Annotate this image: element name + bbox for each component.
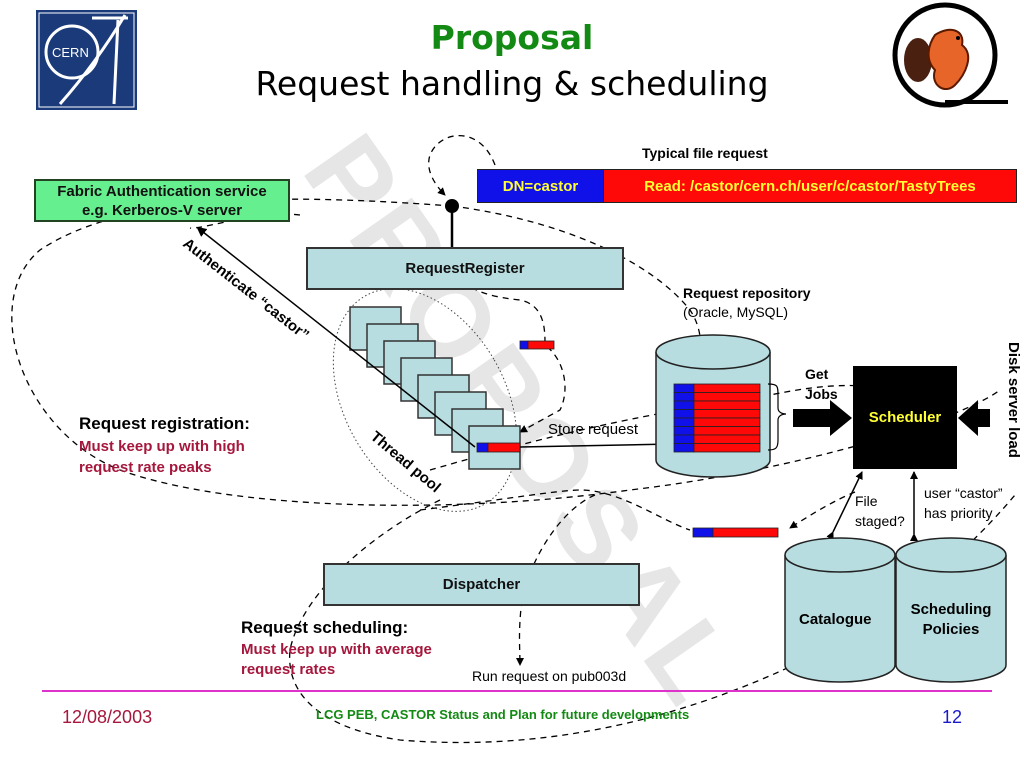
- repository-row-dn: [673, 409, 695, 419]
- auth-service-line1: Fabric Authentication service: [57, 182, 267, 200]
- file-staged-line1: File: [855, 493, 878, 509]
- page-number: 12: [942, 707, 963, 727]
- scheduling-heading: Request scheduling:: [241, 618, 409, 637]
- repository-row-dn: [673, 434, 695, 444]
- beaver-logo: [892, 2, 1008, 108]
- scheduling-policies-line1: Scheduling: [910, 601, 992, 618]
- footer-date: 12/08/2003: [62, 707, 153, 727]
- scheduling-policies-line2: Policies: [922, 621, 980, 638]
- catalogue-cylinder: [784, 537, 896, 683]
- footer-title: LCG PEB, CASTOR Status and Plan for futu…: [316, 707, 690, 722]
- thread-token-read: [487, 442, 521, 453]
- scheduling-note-line2: request rates: [241, 661, 336, 678]
- store-request-label: Store request: [548, 421, 639, 438]
- repository-row-read: [693, 383, 761, 393]
- file-staged-line2: staged?: [855, 513, 905, 529]
- slide-title-proposal: Proposal: [430, 18, 594, 57]
- svg-text:CERN: CERN: [52, 45, 89, 60]
- user-priority-line2: has priority: [924, 505, 993, 521]
- scheduling-note-line1: Must keep up with average: [241, 641, 432, 658]
- get-jobs-arrow: [793, 400, 852, 436]
- repository-row-dn: [673, 417, 695, 427]
- thread-stack: [349, 306, 521, 470]
- repository-row-read: [693, 392, 761, 402]
- request-register-box: RequestRegister: [306, 247, 624, 290]
- repository-row-dn: [673, 392, 695, 402]
- disk-server-load-arrow: [958, 400, 990, 436]
- repository-row-dn: [673, 400, 695, 410]
- typical-file-request-label: Typical file request: [642, 145, 768, 161]
- typical-file-request-bar: DN=castor Read: /castor/cern.ch/user/c/c…: [477, 169, 1017, 203]
- registration-heading: Request registration:: [79, 414, 250, 433]
- request-repository-cylinder: [655, 334, 787, 478]
- repository-row-dn: [673, 383, 695, 393]
- thread-token-dn: [476, 442, 489, 453]
- repository-row-read: [693, 443, 761, 453]
- run-request-label: Run request on pub003d: [472, 668, 627, 684]
- cern-logo: CERN: [36, 10, 137, 110]
- thread-pool-outline: [332, 288, 518, 512]
- authenticate-arrow: [196, 226, 476, 448]
- fabric-authentication-service: Fabric Authentication service e.g. Kerbe…: [34, 179, 290, 222]
- auth-service-line2: e.g. Kerberos-V server: [81, 201, 243, 219]
- request-token-queued: [519, 340, 555, 350]
- dispatcher-box: Dispatcher: [323, 563, 640, 606]
- repository-row-read: [693, 409, 761, 419]
- registration-note-line2: request rate peaks: [79, 459, 212, 476]
- catalogue-label: Catalogue: [799, 611, 872, 628]
- user-priority-line1: user “castor”: [924, 485, 1003, 501]
- repository-row-dn: [673, 426, 695, 436]
- repository-row-read: [693, 426, 761, 436]
- repository-row-dn: [673, 443, 695, 453]
- repository-title: Request repository: [683, 285, 811, 301]
- slide-title: Request handling & scheduling: [255, 64, 769, 103]
- scheduler-box: Scheduler: [853, 366, 957, 469]
- request-read-field: Read: /castor/cern.ch/user/c/castor/Tast…: [604, 170, 1016, 202]
- request-token-dispatch: [692, 527, 779, 538]
- repository-row-read: [693, 417, 761, 427]
- get-jobs-label-line1: Get: [805, 366, 829, 382]
- store-request-arrow: [519, 439, 674, 450]
- repository-row-read: [693, 400, 761, 410]
- scheduling-policies-cylinder: [895, 537, 1007, 683]
- disk-server-load-label: Disk server load: [1005, 342, 1022, 458]
- get-jobs-label-line2: Jobs: [805, 386, 838, 402]
- registration-note-line1: Must keep up with high: [79, 438, 245, 455]
- repository-subtitle: (Oracle, MySQL): [683, 304, 789, 320]
- request-dn-field: DN=castor: [478, 170, 604, 202]
- repository-row-read: [693, 434, 761, 444]
